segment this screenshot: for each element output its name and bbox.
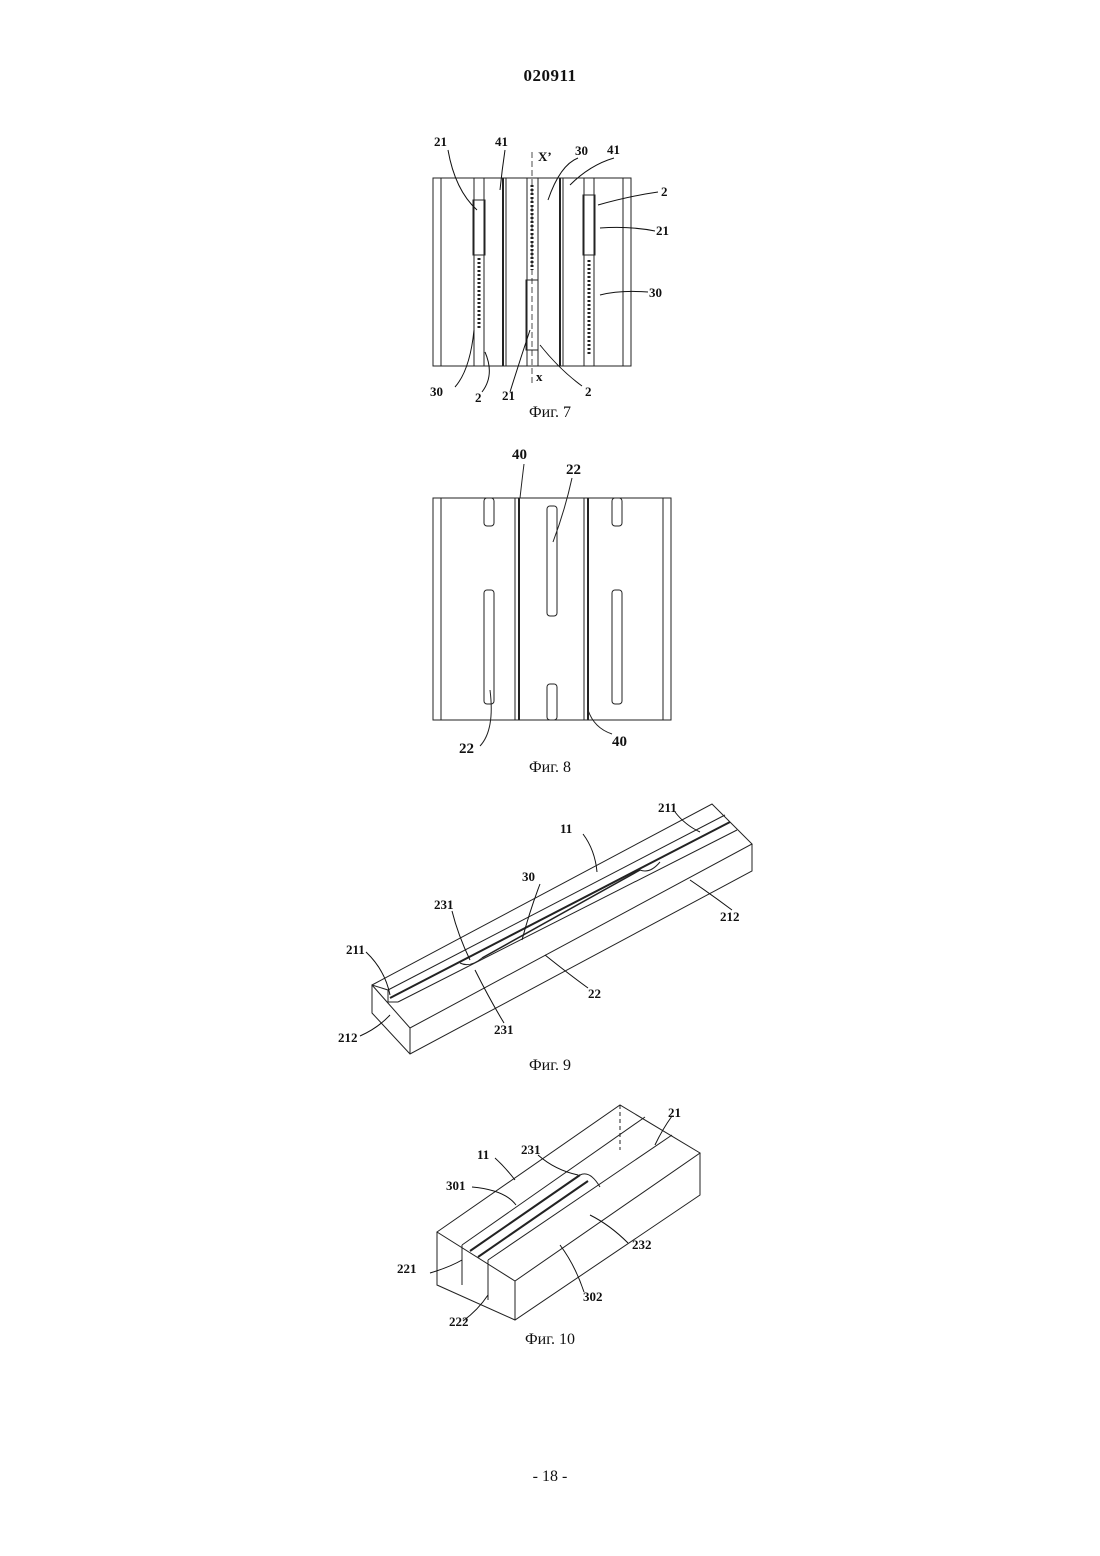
label-21-top-left: 21 xyxy=(434,134,447,149)
label-232: 232 xyxy=(632,1237,652,1252)
figure-8: 40 22 22 40 xyxy=(0,440,1100,760)
label-231-left: 231 xyxy=(434,897,454,912)
label-40-top: 40 xyxy=(512,447,527,463)
label-40-bottom: 40 xyxy=(612,734,627,750)
figure-10-drawing: 21 11 231 301 232 221 302 222 xyxy=(0,1095,1100,1335)
label-30: 30 xyxy=(522,869,535,884)
label-231: 231 xyxy=(521,1142,541,1157)
label-11: 11 xyxy=(477,1147,489,1162)
label-22-bottom: 22 xyxy=(459,741,474,757)
label-41-top-right: 41 xyxy=(607,142,620,157)
figure-8-caption: Фиг. 8 xyxy=(0,759,1100,777)
label-30-top: 30 xyxy=(575,143,588,158)
label-222: 222 xyxy=(449,1314,469,1329)
document-header: 020911 xyxy=(0,66,1100,86)
figure-7-drawing: 21 41 X’ 30 41 2 21 30 30 2 21 x 2 xyxy=(0,130,1100,410)
label-21-bottom: 21 xyxy=(502,388,515,403)
figure-7-caption: Фиг. 7 xyxy=(0,404,1100,422)
figure-10: 21 11 231 301 232 221 302 222 xyxy=(0,1095,1100,1335)
label-2-bottom-left: 2 xyxy=(475,390,482,405)
label-301: 301 xyxy=(446,1178,466,1193)
label-22-top: 22 xyxy=(566,462,581,478)
page-number: - 18 - xyxy=(0,1468,1100,1486)
label-211-left: 211 xyxy=(346,942,365,957)
label-21-right: 21 xyxy=(656,223,669,238)
label-x: x xyxy=(536,369,543,384)
label-21: 21 xyxy=(668,1105,681,1120)
figure-10-caption: Фиг. 10 xyxy=(0,1331,1100,1349)
figure-9-caption: Фиг. 9 xyxy=(0,1057,1100,1075)
label-212-right: 212 xyxy=(720,909,740,924)
figure-7: 21 41 X’ 30 41 2 21 30 30 2 21 x 2 xyxy=(0,130,1100,410)
figure-9-drawing: 211 11 30 212 231 211 22 231 212 xyxy=(0,790,1100,1060)
figure-8-drawing: 40 22 22 40 xyxy=(0,440,1100,760)
label-2-bottom: 2 xyxy=(585,384,592,399)
label-2-right: 2 xyxy=(661,184,668,199)
label-212-left: 212 xyxy=(338,1030,358,1045)
figure-9: 211 11 30 212 231 211 22 231 212 xyxy=(0,790,1100,1060)
label-221: 221 xyxy=(397,1261,417,1276)
label-11: 11 xyxy=(560,821,572,836)
label-41-top: 41 xyxy=(495,134,508,149)
label-211-top: 211 xyxy=(658,800,677,815)
label-22: 22 xyxy=(588,986,601,1001)
label-x-prime: X’ xyxy=(538,149,552,164)
label-302: 302 xyxy=(583,1289,603,1304)
label-231-bottom: 231 xyxy=(494,1022,514,1037)
label-30-right: 30 xyxy=(649,285,662,300)
label-30-bottom-left: 30 xyxy=(430,384,443,399)
